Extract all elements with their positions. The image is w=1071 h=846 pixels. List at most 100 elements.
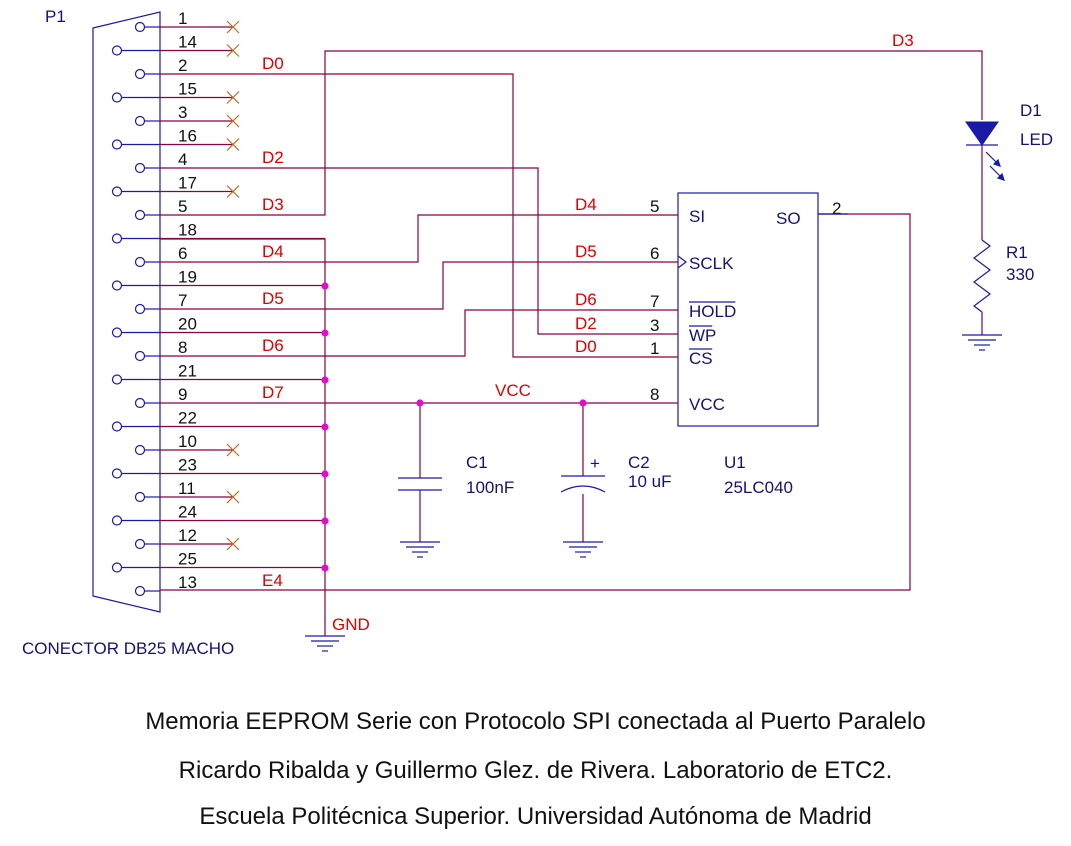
wire-e4 [160, 213, 911, 591]
pin-number: 22 [178, 409, 197, 428]
pin-socket-icon [111, 374, 123, 385]
c2-plate-bottom [560, 485, 606, 493]
caption-line-2: Ricardo Ribalda y Guillermo Glez. de Riv… [178, 757, 893, 784]
net-label-u1-d5: D5 [575, 242, 597, 261]
led-value: LED [1020, 130, 1053, 149]
u1-pin-so-number: 2 [832, 199, 841, 218]
pin-socket-icon [111, 421, 123, 432]
pin-socket-icon [111, 92, 123, 103]
wire-d3 [160, 50, 983, 216]
wires [160, 50, 983, 636]
capacitor-c2: + C2 10 uF [560, 453, 671, 493]
u1-pin-wp: WP3 [650, 316, 716, 345]
no-connect-icon [226, 91, 240, 104]
connector-pin-20: 20 [111, 315, 325, 338]
connector-pin-19: 19 [111, 268, 325, 291]
junction-dot [321, 470, 329, 478]
connector-pin-12: 12 [134, 526, 240, 551]
u1-clock-mark [677, 255, 687, 269]
net-label-d0: D0 [262, 54, 284, 73]
connector-pin-13: 13 E4 [134, 571, 283, 597]
pin-socket-icon [134, 68, 146, 80]
pin-number: 4 [178, 150, 187, 169]
connector-pin-21: 21 [111, 362, 325, 385]
pin-number: 8 [178, 338, 187, 357]
net-label-u1-d6: D6 [575, 290, 597, 309]
net-label-d6: D6 [262, 336, 284, 355]
wire-gnd-bus [160, 238, 326, 636]
c2-value: 10 uF [628, 472, 671, 491]
capacitor-c1: C1 100nF [398, 453, 514, 497]
net-label-e4: E4 [262, 571, 283, 590]
u1-pin-name: VCC [689, 395, 725, 414]
pin-number: 16 [178, 127, 197, 146]
u1-pin-si: SI5 [650, 197, 705, 226]
r1-value: 330 [1006, 265, 1034, 284]
junction-dot [579, 399, 587, 407]
u1-pin-cs: CS1 [650, 339, 713, 368]
pin-socket-icon [111, 233, 123, 244]
pin-number: 13 [178, 573, 197, 592]
pin-socket-icon [134, 538, 146, 550]
ground-symbols [305, 334, 1002, 652]
u1-value: 25LC040 [724, 478, 793, 497]
pin-number: 15 [178, 80, 197, 99]
u1-pin-name: HOLD [689, 302, 736, 321]
net-label-d7: D7 [262, 383, 284, 402]
c2-polarity: + [590, 454, 600, 473]
wire-d6 [160, 309, 678, 357]
led-light-arrows-icon [985, 151, 1005, 181]
net-label-u1-d4: D4 [575, 195, 597, 214]
u1-pin-name: SCLK [689, 254, 734, 273]
no-connect-icon [226, 537, 240, 551]
c2-ref: C2 [628, 453, 650, 472]
junction-dot [321, 564, 329, 572]
led-ref: D1 [1020, 101, 1042, 120]
pin-number: 18 [178, 221, 197, 240]
pin-socket-icon [111, 562, 123, 573]
connector-description: CONECTOR DB25 MACHO [22, 639, 234, 658]
pin-socket-icon [134, 444, 146, 456]
u1-pin-number: 6 [650, 244, 659, 263]
pin-number: 24 [178, 503, 197, 522]
connector-pin-16: 16 [111, 127, 240, 151]
u1-pin-number: 7 [650, 292, 659, 311]
pin-socket-icon [111, 468, 123, 479]
pin-socket-icon [111, 139, 123, 150]
caption-line-1: Memoria EEPROM Serie con Protocolo SPI c… [145, 708, 926, 735]
u1-pin-number: 8 [650, 385, 659, 404]
pin-socket-icon [134, 209, 146, 221]
u1-pin-name: SI [689, 207, 705, 226]
pin-number: 14 [178, 33, 197, 52]
db25-shell [92, 11, 161, 613]
connector-pin-10: 10 [134, 432, 240, 457]
no-connect-icon [226, 443, 240, 457]
led-d1: D1 LED [965, 101, 1053, 181]
junctions [321, 282, 587, 572]
u1-pin-hold: HOLD 7 [650, 292, 736, 321]
pin-number: 3 [178, 103, 187, 122]
u1-pin-name: CS [689, 349, 713, 368]
pin-socket-icon [134, 115, 146, 127]
connector-pin-24: 24 [111, 503, 325, 526]
pin-socket-icon [111, 186, 123, 197]
pin-socket-icon [134, 585, 146, 597]
pin-number: 9 [178, 385, 187, 404]
net-label-d4: D4 [262, 242, 284, 261]
wire-d4 [160, 214, 678, 263]
pin-socket-icon [134, 162, 146, 174]
u1-pin-vcc: VCC 8 [650, 385, 725, 414]
ground-icon [962, 334, 1002, 351]
net-label-d3: D3 [262, 195, 284, 214]
no-connect-icon [226, 44, 240, 57]
connector-pin-18: 18 [111, 221, 325, 244]
